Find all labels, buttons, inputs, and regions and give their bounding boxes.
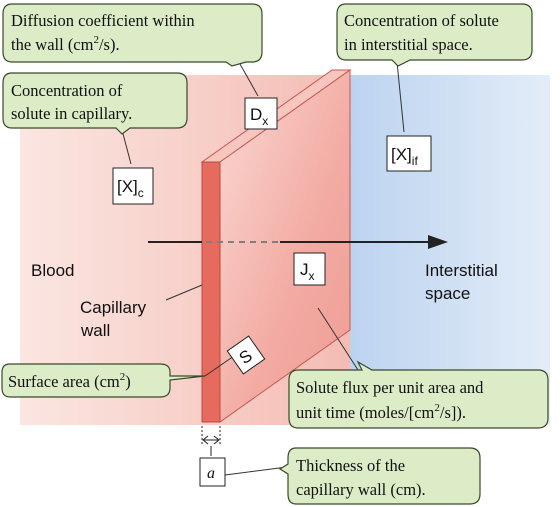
interstitial-label-line2: space <box>425 284 470 303</box>
thickness-dimension <box>201 426 221 456</box>
callout-interstitial-concentration: Concentration of solute in interstitial … <box>336 3 533 67</box>
svg-text:[X]c: [X]c <box>117 177 144 200</box>
symbol-xif-box: [X]if <box>386 135 432 172</box>
symbol-xc-main: [X] <box>117 177 138 196</box>
callout-thickness-line1: Thickness of the <box>296 456 405 475</box>
symbol-xc-sub: c <box>138 186 144 200</box>
svg-text:[X]if: [X]if <box>391 145 418 168</box>
leader-lines <box>121 61 405 476</box>
callout-capillary-line1: Concentration of <box>11 81 123 100</box>
symbol-j-box: Jx <box>293 252 326 286</box>
blood-label: Blood <box>31 261 74 280</box>
symbol-xif-main: [X] <box>391 145 412 164</box>
callout-diffusion-line2: the wall (cm2/s). <box>11 34 120 54</box>
callout-diffusion-line1: Diffusion coefficient within <box>11 11 195 30</box>
callout-thickness-line2: capillary wall (cm). <box>296 480 426 499</box>
symbol-a-text: a <box>207 465 215 482</box>
callout-flux-line2: unit time (moles/[cm2/s]). <box>296 402 466 422</box>
symbol-j-main: J <box>300 260 309 279</box>
callout-interstitial-line1: Concentration of solute <box>344 11 499 30</box>
symbol-a-box: a <box>199 457 226 487</box>
flux-arrow-head <box>428 235 448 249</box>
symbol-d-sub: x <box>262 114 268 128</box>
svg-text:Dx: Dx <box>250 105 268 128</box>
callout-diffusion: Diffusion coefficient within the wall (c… <box>2 3 263 67</box>
callout-thickness: Thickness of the capillary wall (cm). <box>278 447 481 505</box>
callout-capillary-line2: solute in capillary. <box>11 104 132 123</box>
callout-interstitial-line2: in interstitial space. <box>344 35 473 54</box>
symbol-xc-box: [X]c <box>112 167 154 205</box>
callout-flux-line1: Solute flux per unit area and <box>296 378 484 397</box>
interstitial-label-line1: Interstitial <box>425 261 498 280</box>
callout-solute-flux: Solute flux per unit area and unit time … <box>288 360 549 429</box>
symbol-xif-sub: if <box>412 154 419 168</box>
callout-surface-area: Surface area (cm2) <box>1 363 206 398</box>
svg-text:Jx: Jx <box>300 260 315 283</box>
wall-side-face <box>201 161 221 423</box>
symbol-d-box: Dx <box>244 97 278 130</box>
capillary-wall-label-line1: Capillary <box>80 298 147 317</box>
callout-capillary-concentration: Concentration of solute in capillary. <box>2 72 188 135</box>
symbol-d-main: D <box>250 105 262 124</box>
symbol-j-sub: x <box>309 269 315 283</box>
symbol-s-box: S <box>226 335 266 375</box>
interstitial-region <box>350 75 550 425</box>
callout-surface-area-text: Surface area (cm2) <box>8 371 131 391</box>
capillary-wall-label-line2: wall <box>80 321 110 340</box>
